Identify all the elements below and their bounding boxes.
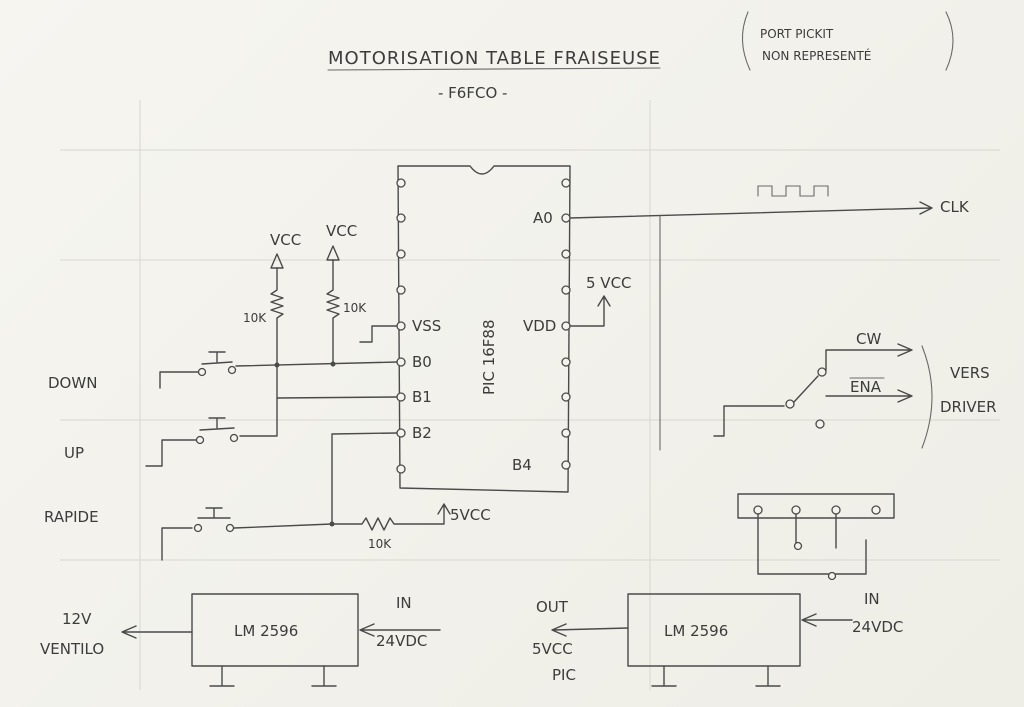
- resistor-left-value: 10K: [243, 311, 267, 325]
- resistor-right: [326, 259, 340, 367]
- vdd-supply-wire: [569, 295, 611, 327]
- regulator-left: LM 2596 12V VENTILO IN 24VDC: [40, 593, 441, 687]
- pin-label-b1: B1: [412, 388, 432, 406]
- vcc-right: VCC 10K: [326, 222, 367, 367]
- vcc-right-arrow: [326, 245, 340, 261]
- regulator-left-name: LM 2596: [234, 622, 298, 640]
- pin-label-b4: B4: [512, 456, 532, 474]
- regulator-right-out-label: OUT: [536, 598, 569, 616]
- b2-wire: [331, 432, 398, 525]
- vcc-left-label: VCC: [270, 231, 301, 249]
- pic-left-pins: [396, 178, 406, 474]
- pickit-note: PORT PICKIT NON REPRESENTÉ: [741, 11, 954, 71]
- up-button: UP: [64, 417, 239, 467]
- pin-label-a0: A0: [533, 209, 553, 227]
- clock-waveform: [757, 185, 829, 197]
- regulator-right-out-2: PIC: [552, 666, 576, 684]
- cw-label: CW: [856, 330, 881, 348]
- vcc-left: VCC 10K: [243, 231, 301, 367]
- down-label: DOWN: [48, 374, 97, 392]
- b0-wire: [235, 361, 398, 367]
- note-line-1: PORT PICKIT: [760, 27, 834, 41]
- pin-label-b2: B2: [412, 424, 432, 442]
- driver-label: DRIVER: [940, 398, 997, 416]
- b1-wire: [276, 396, 398, 399]
- pic-right-pins: [561, 178, 571, 470]
- ena-label: ENA: [850, 378, 882, 396]
- regulator-right: LM 2596 OUT 5VCC PIC IN 24VDC: [532, 590, 903, 687]
- vcc-right-label: VCC: [326, 222, 357, 240]
- vdd-supply-label: 5 VCC: [586, 274, 632, 292]
- down-button: DOWN: [48, 351, 237, 392]
- mcu-label: PIC 16F88: [480, 319, 498, 395]
- pin-label-vss: VSS: [412, 317, 441, 335]
- regulator-right-in-1: IN: [864, 590, 880, 608]
- regulator-left-in-2: 24VDC: [376, 632, 427, 650]
- resistor-rapide-value: 10K: [368, 537, 392, 551]
- regulator-left-in-1: IN: [396, 594, 412, 612]
- regulator-right-name: LM 2596: [664, 622, 728, 640]
- diagram-title: MOTORISATION TABLE FRAISEUSE: [328, 48, 661, 69]
- resistor-left: [270, 267, 284, 367]
- vss-ground-wire: [359, 325, 398, 343]
- up-label: UP: [64, 444, 84, 462]
- regulator-left-out-2: VENTILO: [40, 640, 104, 658]
- driver-connector: [737, 493, 895, 581]
- regulator-right-out-1: 5VCC: [532, 640, 573, 658]
- rapide-label: RAPIDE: [44, 508, 99, 526]
- resistor-right-value: 10K: [343, 301, 367, 315]
- pin-label-b0: B0: [412, 353, 432, 371]
- regulator-right-in-2: 24VDC: [852, 618, 903, 636]
- rapide-supply-label: 5VCC: [450, 506, 491, 524]
- clk-label: CLK: [940, 198, 970, 216]
- up-wire: [239, 364, 278, 437]
- vcc-left-arrow: [270, 253, 284, 269]
- pin-label-vdd: VDD: [523, 317, 556, 335]
- rapide-button: RAPIDE 10K 5VCC: [44, 503, 491, 561]
- driver-switch: CW ENA VERS DRIVER: [713, 330, 997, 449]
- diagram-author: - F6FCO -: [438, 84, 507, 102]
- title-underline: [327, 67, 661, 71]
- vers-label: VERS: [950, 364, 990, 382]
- clk-wire: [569, 201, 933, 219]
- note-line-2: NON REPRESENTÉ: [762, 48, 871, 63]
- regulator-left-out-1: 12V: [62, 610, 92, 628]
